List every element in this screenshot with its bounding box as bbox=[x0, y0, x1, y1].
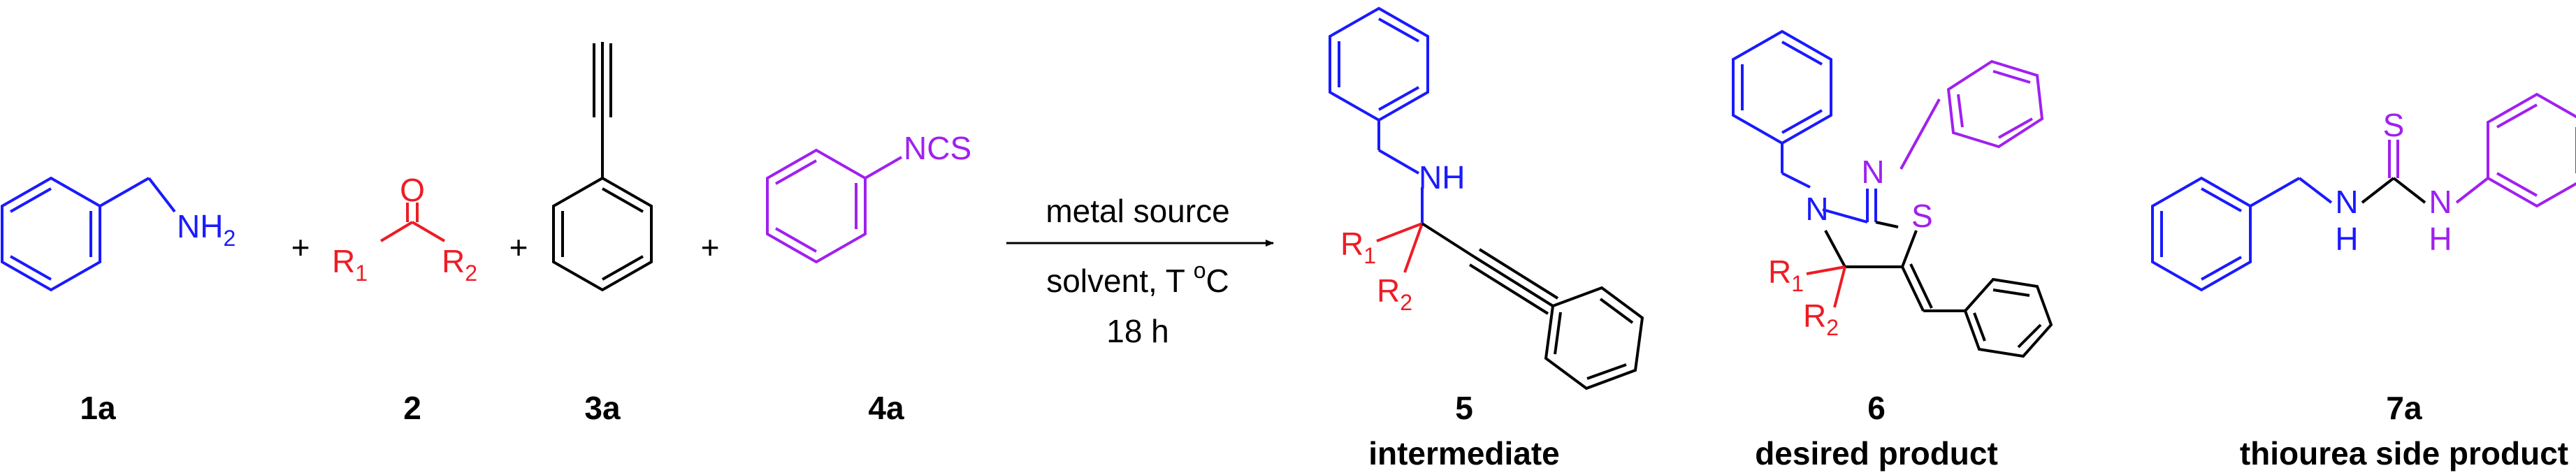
thiourea-s-label: S bbox=[2383, 107, 2405, 143]
plus-sign-2: + bbox=[509, 229, 528, 265]
ketone-oxygen-label: O bbox=[400, 172, 425, 208]
caption-desired-product: desired product bbox=[1755, 435, 1998, 472]
condition-above-arrow: metal source bbox=[1045, 193, 1229, 229]
ring-n-label: N bbox=[1805, 191, 1828, 227]
compound-2-ketone bbox=[379, 203, 446, 242]
compound-4a-phenyl-isothiocyanate bbox=[766, 148, 902, 264]
desired-r1-label: R1 bbox=[1768, 254, 1804, 296]
thiourea-left-n-label: N bbox=[2335, 184, 2358, 220]
compound-number-2: 2 bbox=[403, 390, 421, 426]
benzene-ring-6-top bbox=[1732, 29, 1832, 145]
compound-5-intermediate bbox=[1329, 6, 1644, 390]
ketone-r2-label: R2 bbox=[442, 243, 477, 286]
ring-s-label: S bbox=[1911, 198, 1933, 234]
benzene-ring-4a bbox=[766, 148, 867, 264]
compound-number-3a: 3a bbox=[584, 390, 621, 426]
intermediate-nh-label: NH bbox=[1419, 159, 1465, 196]
benzene-ring-7a-left bbox=[2151, 176, 2252, 292]
condition-solvent-temperature: solvent, T oC bbox=[1046, 258, 1229, 299]
benzene-ring-5-bottom bbox=[1544, 286, 1644, 390]
desired-r2-label: R2 bbox=[1803, 298, 1839, 340]
compound-number-4a: 4a bbox=[868, 390, 904, 426]
imine-n-label: N bbox=[1861, 154, 1884, 190]
compound-number-5: 5 bbox=[1455, 390, 1473, 426]
compound-7a-thiourea bbox=[2151, 92, 2576, 292]
ncs-label: NCS bbox=[904, 130, 971, 166]
intermediate-r1-label: R1 bbox=[1340, 226, 1376, 268]
benzene-ring-3a bbox=[552, 176, 653, 292]
intermediate-r2-label: R2 bbox=[1377, 272, 1412, 315]
condition-time: 18 h bbox=[1106, 313, 1169, 349]
benzene-ring-5-top bbox=[1329, 6, 1429, 122]
ketone-r1-label: R1 bbox=[332, 243, 368, 286]
plus-sign-3: + bbox=[701, 229, 720, 265]
compound-3a-phenylacetylene bbox=[552, 42, 653, 292]
compound-1a-benzylamine bbox=[1, 176, 176, 292]
compound-number-6: 6 bbox=[1867, 390, 1886, 426]
caption-thiourea-side-product: thiourea side product bbox=[2240, 435, 2568, 472]
thiourea-left-h-label: H bbox=[2335, 221, 2358, 257]
amine-nh-label: NH2 bbox=[177, 208, 236, 251]
caption-intermediate: intermediate bbox=[1368, 435, 1560, 472]
benzene-ring-7a-right bbox=[2487, 92, 2576, 208]
thiourea-right-n-label: N bbox=[2429, 184, 2452, 220]
benzene-ring-6-bottom bbox=[1963, 277, 2053, 358]
benzene-ring-1a bbox=[1, 176, 101, 292]
compound-number-1a: 1a bbox=[80, 390, 116, 426]
thiourea-right-h-label: H bbox=[2429, 221, 2452, 257]
compound-6-desired-product bbox=[1732, 29, 2053, 358]
benzene-ring-6-right bbox=[1946, 59, 2044, 149]
plus-sign-1: + bbox=[291, 229, 310, 265]
compound-number-7a: 7a bbox=[2386, 390, 2422, 426]
